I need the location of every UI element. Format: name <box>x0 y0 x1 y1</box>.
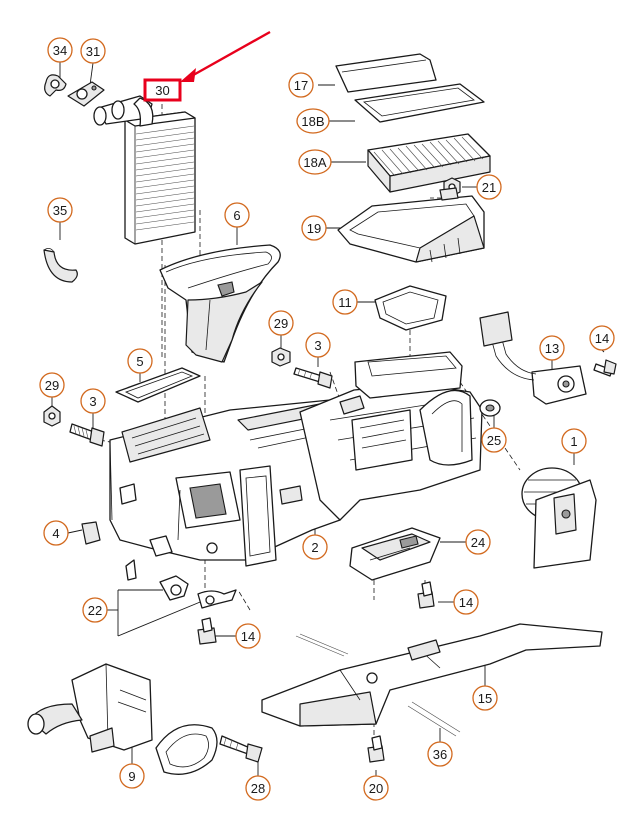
nut-left <box>43 405 61 427</box>
washer <box>271 347 291 367</box>
callout-20[interactable]: 20 <box>363 775 389 801</box>
grommet <box>479 399 501 417</box>
duct-gasket <box>115 367 201 403</box>
pollen-filter <box>367 133 491 193</box>
callout-35[interactable]: 35 <box>47 197 73 223</box>
screw-bottom <box>219 735 263 763</box>
bolt-left <box>197 617 217 645</box>
label-plate <box>81 521 101 545</box>
callout-36[interactable]: 36 <box>427 741 453 767</box>
svg-text:5: 5 <box>136 354 143 369</box>
support-bracket <box>261 623 603 737</box>
callout-17[interactable]: 17 <box>288 72 314 98</box>
svg-text:20: 20 <box>369 781 383 796</box>
servo-motor <box>479 311 587 405</box>
svg-text:13: 13 <box>545 341 559 356</box>
callout-29-left[interactable]: 29 <box>39 372 65 398</box>
bolt-right <box>417 581 435 609</box>
callout-25[interactable]: 25 <box>481 427 507 453</box>
svg-text:1: 1 <box>570 434 577 449</box>
svg-text:15: 15 <box>478 691 492 706</box>
hose-clip <box>44 74 67 97</box>
callout-31[interactable]: 31 <box>80 38 106 64</box>
callout-21[interactable]: 21 <box>476 174 502 200</box>
seal-ring <box>43 248 78 283</box>
svg-text:29: 29 <box>274 316 288 331</box>
callout-29-right[interactable]: 29 <box>268 310 294 336</box>
highlighted-part-label[interactable]: 30 <box>143 78 182 102</box>
callout-14-lower-right[interactable]: 14 <box>453 589 479 615</box>
svg-text:24: 24 <box>471 535 485 550</box>
blower-regulator <box>349 527 441 581</box>
svg-text:35: 35 <box>53 203 67 218</box>
svg-text:22: 22 <box>88 603 102 618</box>
callout-14-top-right[interactable]: 14 <box>589 325 615 351</box>
svg-text:21: 21 <box>482 180 496 195</box>
svg-text:6: 6 <box>233 208 240 223</box>
svg-text:19: 19 <box>307 221 321 236</box>
highlight-arrow <box>180 30 271 82</box>
svg-text:3: 3 <box>89 394 96 409</box>
svg-text:25: 25 <box>487 433 501 448</box>
callout-24[interactable]: 24 <box>465 529 491 555</box>
callout-22[interactable]: 22 <box>82 597 108 623</box>
callout-11[interactable]: 11 <box>332 289 358 315</box>
svg-text:4: 4 <box>52 526 59 541</box>
svg-text:2: 2 <box>311 540 318 555</box>
footwell-duct <box>27 663 218 775</box>
callout-14-left[interactable]: 14 <box>235 623 261 649</box>
svg-text:14: 14 <box>595 331 609 346</box>
svg-text:18B: 18B <box>301 114 324 129</box>
svg-text:14: 14 <box>459 595 473 610</box>
screw-mid <box>293 367 333 389</box>
evaporator-housing <box>299 351 483 521</box>
callout-5[interactable]: 5 <box>127 348 153 374</box>
screw-right <box>593 359 617 377</box>
callout-13[interactable]: 13 <box>539 335 565 361</box>
callout-19[interactable]: 19 <box>301 215 327 241</box>
svg-text:31: 31 <box>86 44 100 59</box>
filter-housing <box>337 187 485 263</box>
callout-34[interactable]: 34 <box>47 37 73 63</box>
svg-text:3: 3 <box>314 338 321 353</box>
callout-4[interactable]: 4 <box>43 520 69 546</box>
callout-1[interactable]: 1 <box>561 428 587 454</box>
svg-text:36: 36 <box>433 747 447 762</box>
screw-left <box>69 423 105 447</box>
pipe-flange <box>67 81 105 107</box>
frame-gasket <box>374 285 447 331</box>
svg-text:17: 17 <box>294 78 308 93</box>
svg-text:11: 11 <box>338 295 352 310</box>
heater-core <box>93 95 196 245</box>
svg-text:14: 14 <box>241 629 255 644</box>
filter-cover <box>335 53 485 123</box>
clamps <box>159 575 237 609</box>
air-duct <box>159 244 281 363</box>
svg-text:18A: 18A <box>303 155 326 170</box>
callout-6[interactable]: 6 <box>224 202 250 228</box>
svg-text:28: 28 <box>251 781 265 796</box>
callout-28[interactable]: 28 <box>245 775 271 801</box>
callout-9[interactable]: 9 <box>119 763 145 789</box>
svg-text:30: 30 <box>155 83 169 98</box>
callout-15[interactable]: 15 <box>472 685 498 711</box>
callout-3-left[interactable]: 3 <box>80 388 106 414</box>
svg-text:34: 34 <box>53 43 67 58</box>
blower-motor <box>521 467 597 569</box>
bolt-bottom <box>367 735 385 763</box>
callout-3-right[interactable]: 3 <box>305 332 331 358</box>
callout-18a[interactable]: 18A <box>298 149 332 175</box>
callout-2[interactable]: 2 <box>302 534 328 560</box>
svg-text:29: 29 <box>45 378 59 393</box>
svg-text:9: 9 <box>128 769 135 784</box>
callout-18b[interactable]: 18B <box>296 108 330 134</box>
